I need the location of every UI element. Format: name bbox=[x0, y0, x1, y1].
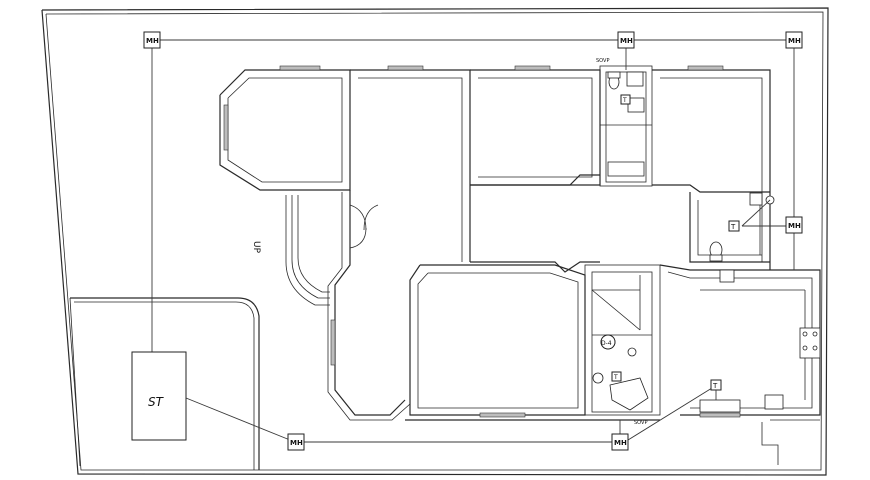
septic-tank: ST bbox=[131, 351, 187, 441]
plumbing-fixtures bbox=[592, 71, 775, 384]
trap-t1: T bbox=[620, 94, 631, 105]
house-walls bbox=[219, 65, 821, 465]
pipe-label-bottom: SOVP bbox=[634, 420, 647, 426]
svg-text:D-4: D-4 bbox=[601, 340, 612, 347]
pipe-label-top: SOVP bbox=[596, 58, 609, 64]
manhole-bottom-left: MH bbox=[287, 433, 305, 451]
trap-t3: T bbox=[611, 371, 622, 382]
septic-tank-label: ST bbox=[148, 395, 165, 409]
stair-up-label: UP bbox=[251, 241, 261, 254]
svg-text:MH: MH bbox=[290, 439, 303, 447]
trap-t4: T bbox=[710, 379, 722, 400]
trap-t2: T bbox=[728, 220, 740, 232]
svg-text:MH: MH bbox=[788, 222, 801, 230]
svg-text:MH: MH bbox=[620, 37, 633, 45]
floor-drain-d4: D-4 bbox=[600, 334, 616, 350]
manhole-top-center: MH bbox=[617, 31, 635, 49]
svg-text:MH: MH bbox=[146, 37, 159, 45]
svg-text:T: T bbox=[730, 223, 736, 231]
lawn-area bbox=[69, 297, 260, 470]
svg-text:MH: MH bbox=[614, 439, 627, 447]
svg-text:T: T bbox=[622, 97, 627, 104]
manhole-top-left: MH bbox=[143, 31, 161, 49]
svg-text:T: T bbox=[712, 382, 718, 390]
manhole-top-right: MH bbox=[785, 31, 803, 49]
svg-text:MH: MH bbox=[788, 37, 801, 45]
manhole-right: MH bbox=[785, 216, 803, 234]
drainage-pipes bbox=[151, 39, 795, 443]
plot-boundary bbox=[41, 7, 829, 476]
manhole-bottom-right: MH bbox=[611, 433, 629, 451]
svg-text:T: T bbox=[613, 374, 618, 381]
